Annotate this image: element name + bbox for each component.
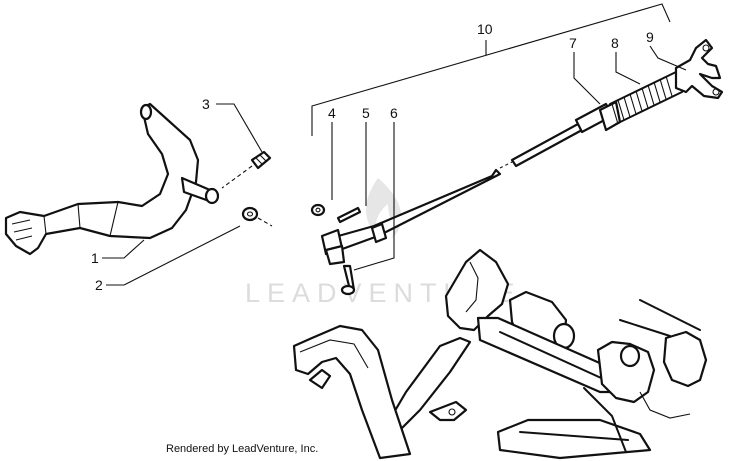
callout-labels: 1 2 3 4 5 6 7 8 9 10 xyxy=(91,21,654,293)
leader-lines xyxy=(102,45,687,286)
callout-9: 9 xyxy=(646,29,654,45)
credit-text: Rendered by LeadVenture, Inc. xyxy=(166,443,318,455)
callout-7: 7 xyxy=(569,35,577,51)
callout-5: 5 xyxy=(362,105,370,121)
brake-rod-assembly xyxy=(320,38,724,266)
callout-4: 4 xyxy=(328,105,336,121)
callout-8: 8 xyxy=(611,35,619,51)
callout-bracket-10 xyxy=(311,3,671,136)
frame xyxy=(292,248,708,460)
callout-3: 3 xyxy=(202,96,210,112)
callout-10: 10 xyxy=(477,21,493,37)
callout-1: 1 xyxy=(91,250,99,266)
rod-hardware xyxy=(310,203,362,296)
callout-2: 2 xyxy=(95,277,103,293)
callout-6: 6 xyxy=(390,105,398,121)
pedal-hardware xyxy=(221,150,273,227)
brake-pedal xyxy=(4,102,220,256)
